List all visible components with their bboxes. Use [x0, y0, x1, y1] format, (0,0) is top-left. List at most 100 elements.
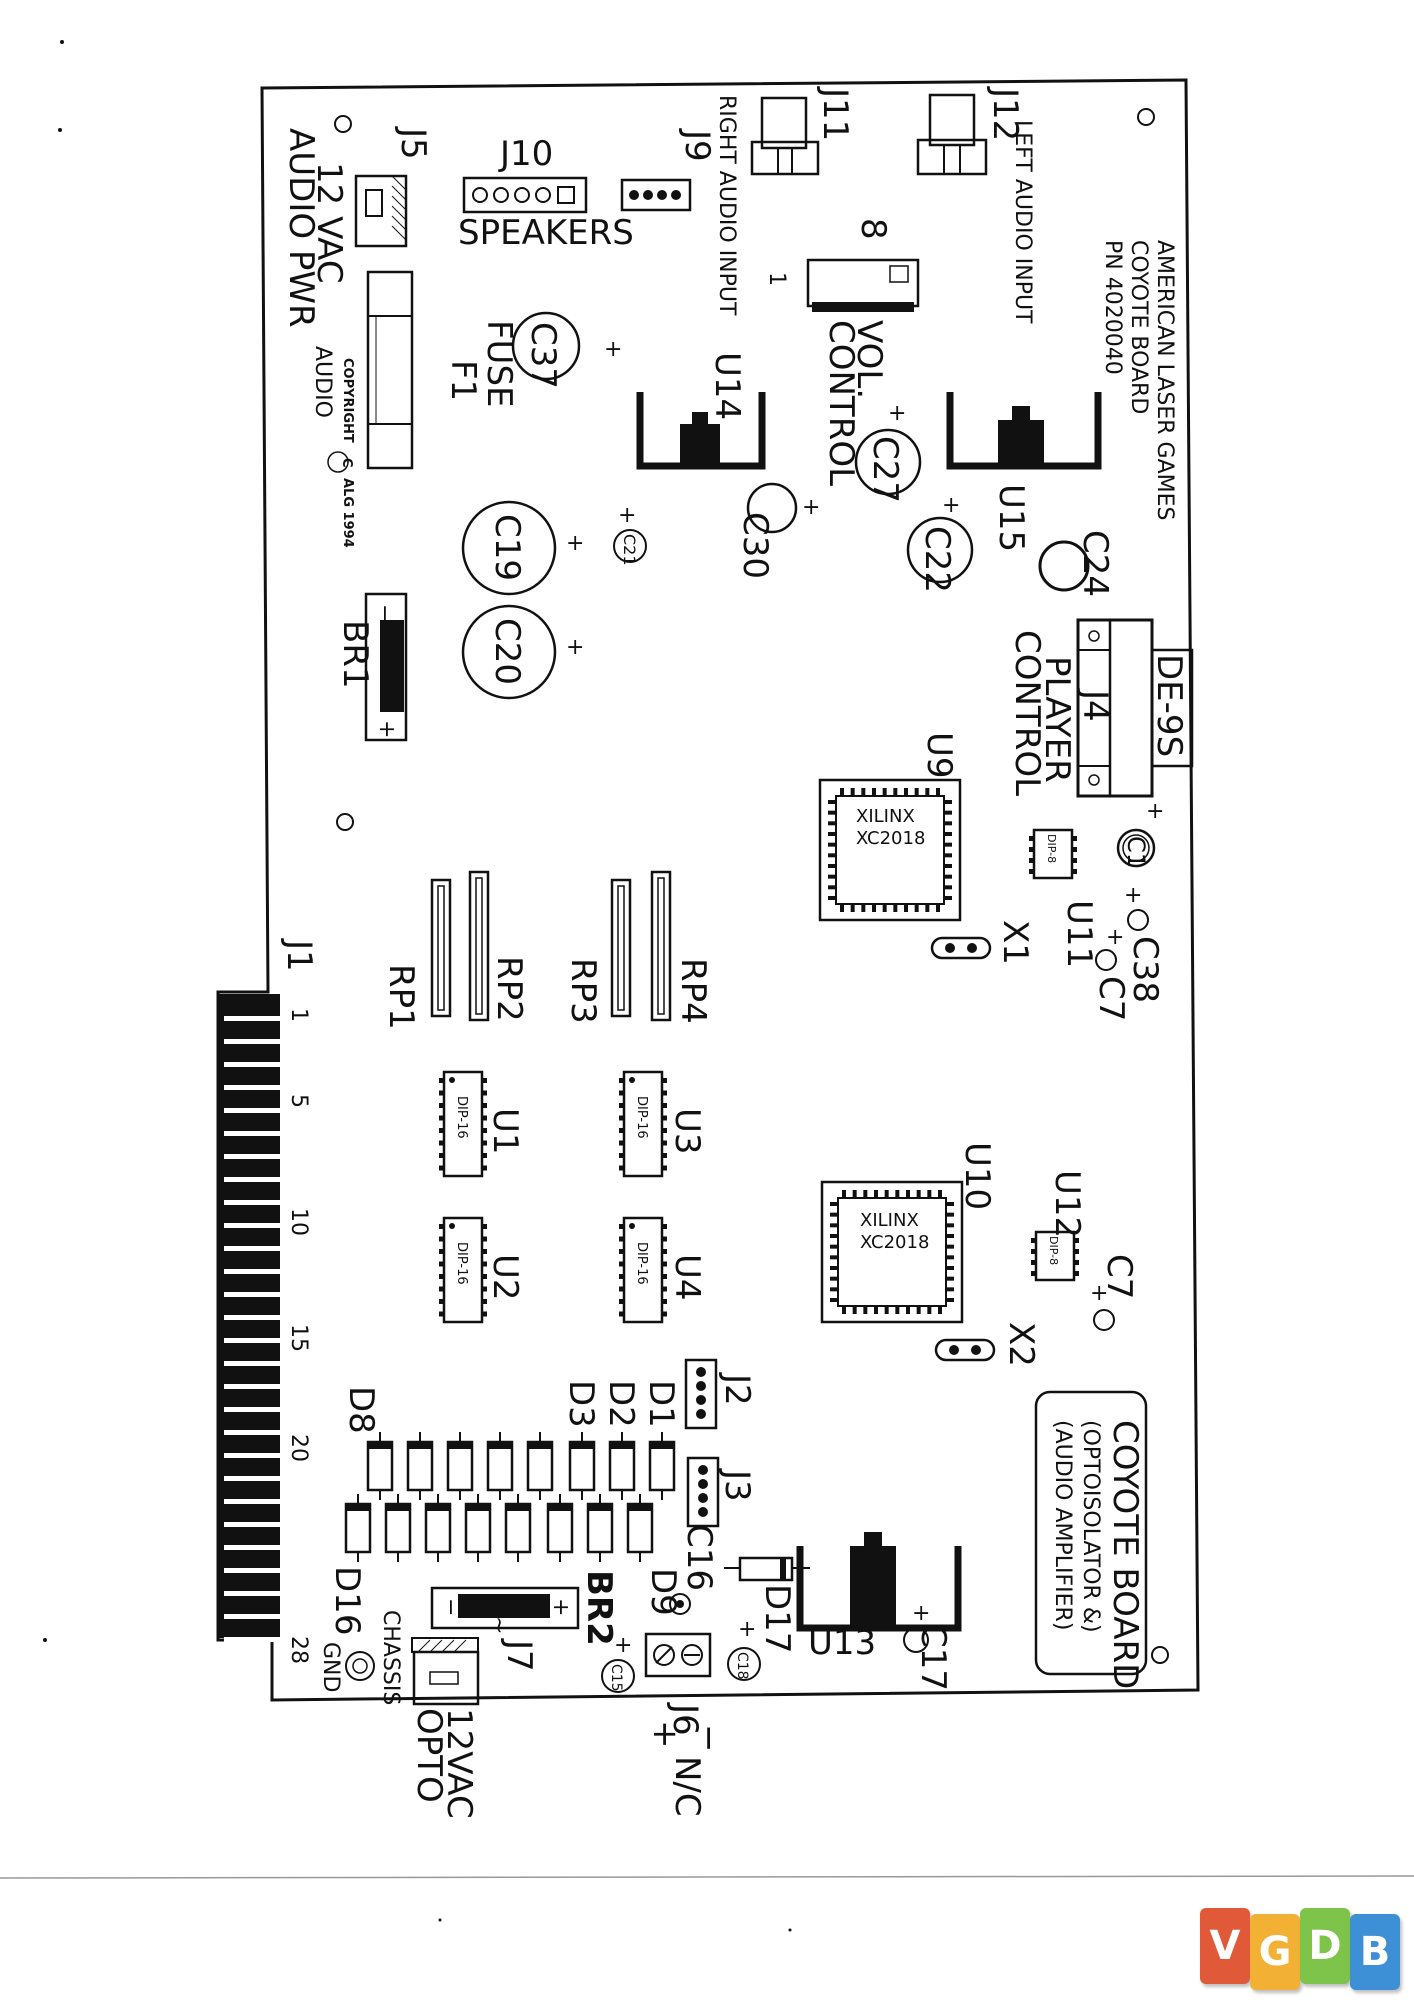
u3-dip16-label: DIP-16: [634, 1096, 649, 1139]
c21-plus: +: [618, 503, 636, 528]
u4-dip16: [619, 1216, 667, 1324]
c37-capacitor: [511, 311, 581, 381]
dip-pin: [1031, 1260, 1036, 1265]
qfp-pin: [840, 788, 844, 796]
de9s-label: DE-9S: [1149, 654, 1189, 757]
dip-pin: [619, 1249, 624, 1254]
d2-label: D2: [601, 1380, 641, 1428]
dip-pin: [662, 1153, 667, 1158]
qfp-pin: [914, 788, 919, 796]
diode-body: [366, 1440, 394, 1492]
diode-band: [588, 1504, 612, 1511]
qfp-pin: [830, 1202, 838, 1206]
j6-terminal: [644, 1632, 712, 1678]
f1-label: F1: [443, 360, 483, 401]
diode-body: [446, 1440, 474, 1492]
qfp-pin: [925, 788, 930, 796]
diode-band: [368, 1442, 392, 1449]
edge-finger-gap: [224, 1269, 280, 1274]
diode-body: [504, 1502, 532, 1554]
dip-pin: [662, 1103, 667, 1108]
diode-band: [528, 1442, 552, 1449]
c15-plus: +: [614, 1633, 632, 1658]
edge-finger-gap: [224, 1361, 280, 1366]
qfp-pin: [936, 904, 940, 912]
svg-text:COPYRIGHT: COPYRIGHT: [340, 358, 355, 443]
dip-pin: [439, 1165, 444, 1171]
qfp-pin: [852, 1190, 857, 1198]
title-box: [1034, 1390, 1148, 1676]
qfp-pin: [861, 904, 866, 912]
c7-bottom-label: C7: [1099, 1254, 1139, 1299]
chassis-gnd-inner: [352, 1658, 368, 1674]
u15-regulator: [946, 392, 1102, 470]
diode-body: [486, 1440, 514, 1492]
c16-capacitor: [669, 1593, 691, 1615]
x1-crystal: [930, 936, 992, 960]
u10-xilinx-label: XILINX: [860, 1210, 919, 1231]
j6-plus: +: [645, 1720, 685, 1749]
dip-pin: [662, 1299, 667, 1304]
dip-pin: [439, 1153, 444, 1158]
dip-pin: [619, 1299, 624, 1304]
pin-28-label: 28: [286, 1636, 311, 1664]
vol-control-pot: [806, 258, 920, 312]
qfp-pin: [882, 788, 887, 796]
qfp-pin: [927, 1306, 932, 1314]
diode-band: [570, 1442, 594, 1449]
qfp-pin: [936, 788, 940, 796]
dip-pin: [439, 1140, 444, 1146]
dip-pin: [439, 1236, 444, 1242]
qfp-pin: [916, 1306, 921, 1314]
j5-connector: [354, 174, 408, 248]
dip-pin: [439, 1274, 444, 1279]
qfp-pin: [863, 1190, 868, 1198]
d8-label: D8: [341, 1386, 381, 1434]
watermark-letter-g: G: [1250, 1914, 1300, 1990]
vol-pin-mark: 1: [764, 272, 789, 286]
qfp-pin: [946, 1212, 954, 1217]
c7-bottom-capacitor: [1093, 1309, 1115, 1331]
qfp-pin: [893, 788, 898, 796]
dip-pin: [1072, 847, 1077, 852]
rp2-label: RP2: [489, 956, 529, 1022]
qfp-pin: [828, 821, 836, 826]
diode-body: [626, 1502, 654, 1554]
dip-pin: [1031, 1271, 1036, 1276]
vol-ref-label: 8: [853, 218, 893, 240]
diode-band: [628, 1504, 652, 1511]
dip-pin: [619, 1274, 624, 1279]
vac-opto-label-1: 12VAC: [439, 1708, 479, 1819]
qfp-pin: [895, 1190, 900, 1198]
br2-bridge-rectifier: [430, 1586, 580, 1630]
j10-header: [462, 176, 588, 214]
dip-pin: [482, 1274, 487, 1279]
j10-label: J10: [498, 134, 553, 174]
dip-pin: [482, 1286, 487, 1292]
c30-label: C30: [735, 512, 775, 579]
c37-label: C37: [523, 322, 563, 389]
dip-pin: [619, 1236, 624, 1242]
j6-minus: −: [689, 1724, 729, 1753]
qfp-pin: [828, 874, 836, 879]
qfp-pin: [830, 1234, 838, 1238]
u15-label: U15: [991, 484, 1031, 552]
qfp-pin: [904, 788, 908, 796]
c38-capacitor: [1127, 909, 1149, 931]
watermark-letter-b: B: [1350, 1914, 1400, 1990]
edge-finger-gap: [224, 1223, 280, 1228]
dip-pin: [619, 1090, 624, 1096]
left-audio-input-label: LEFT AUDIO INPUT: [1010, 120, 1035, 324]
mounting-hole: [336, 813, 354, 831]
dip-pin: [482, 1078, 487, 1083]
qfp-pin: [852, 1306, 857, 1314]
qfp-pin: [944, 821, 952, 826]
dip-pin: [662, 1115, 667, 1121]
pin-1-label: 1: [286, 1008, 311, 1022]
qfp-pin: [946, 1223, 954, 1228]
c1-label: C1: [1122, 836, 1150, 868]
pin1-marker: [449, 1077, 455, 1083]
u4-label: U4: [667, 1254, 707, 1301]
chassis-label: CHASSIS: [378, 1610, 403, 1705]
c20-plus: +: [566, 635, 584, 660]
